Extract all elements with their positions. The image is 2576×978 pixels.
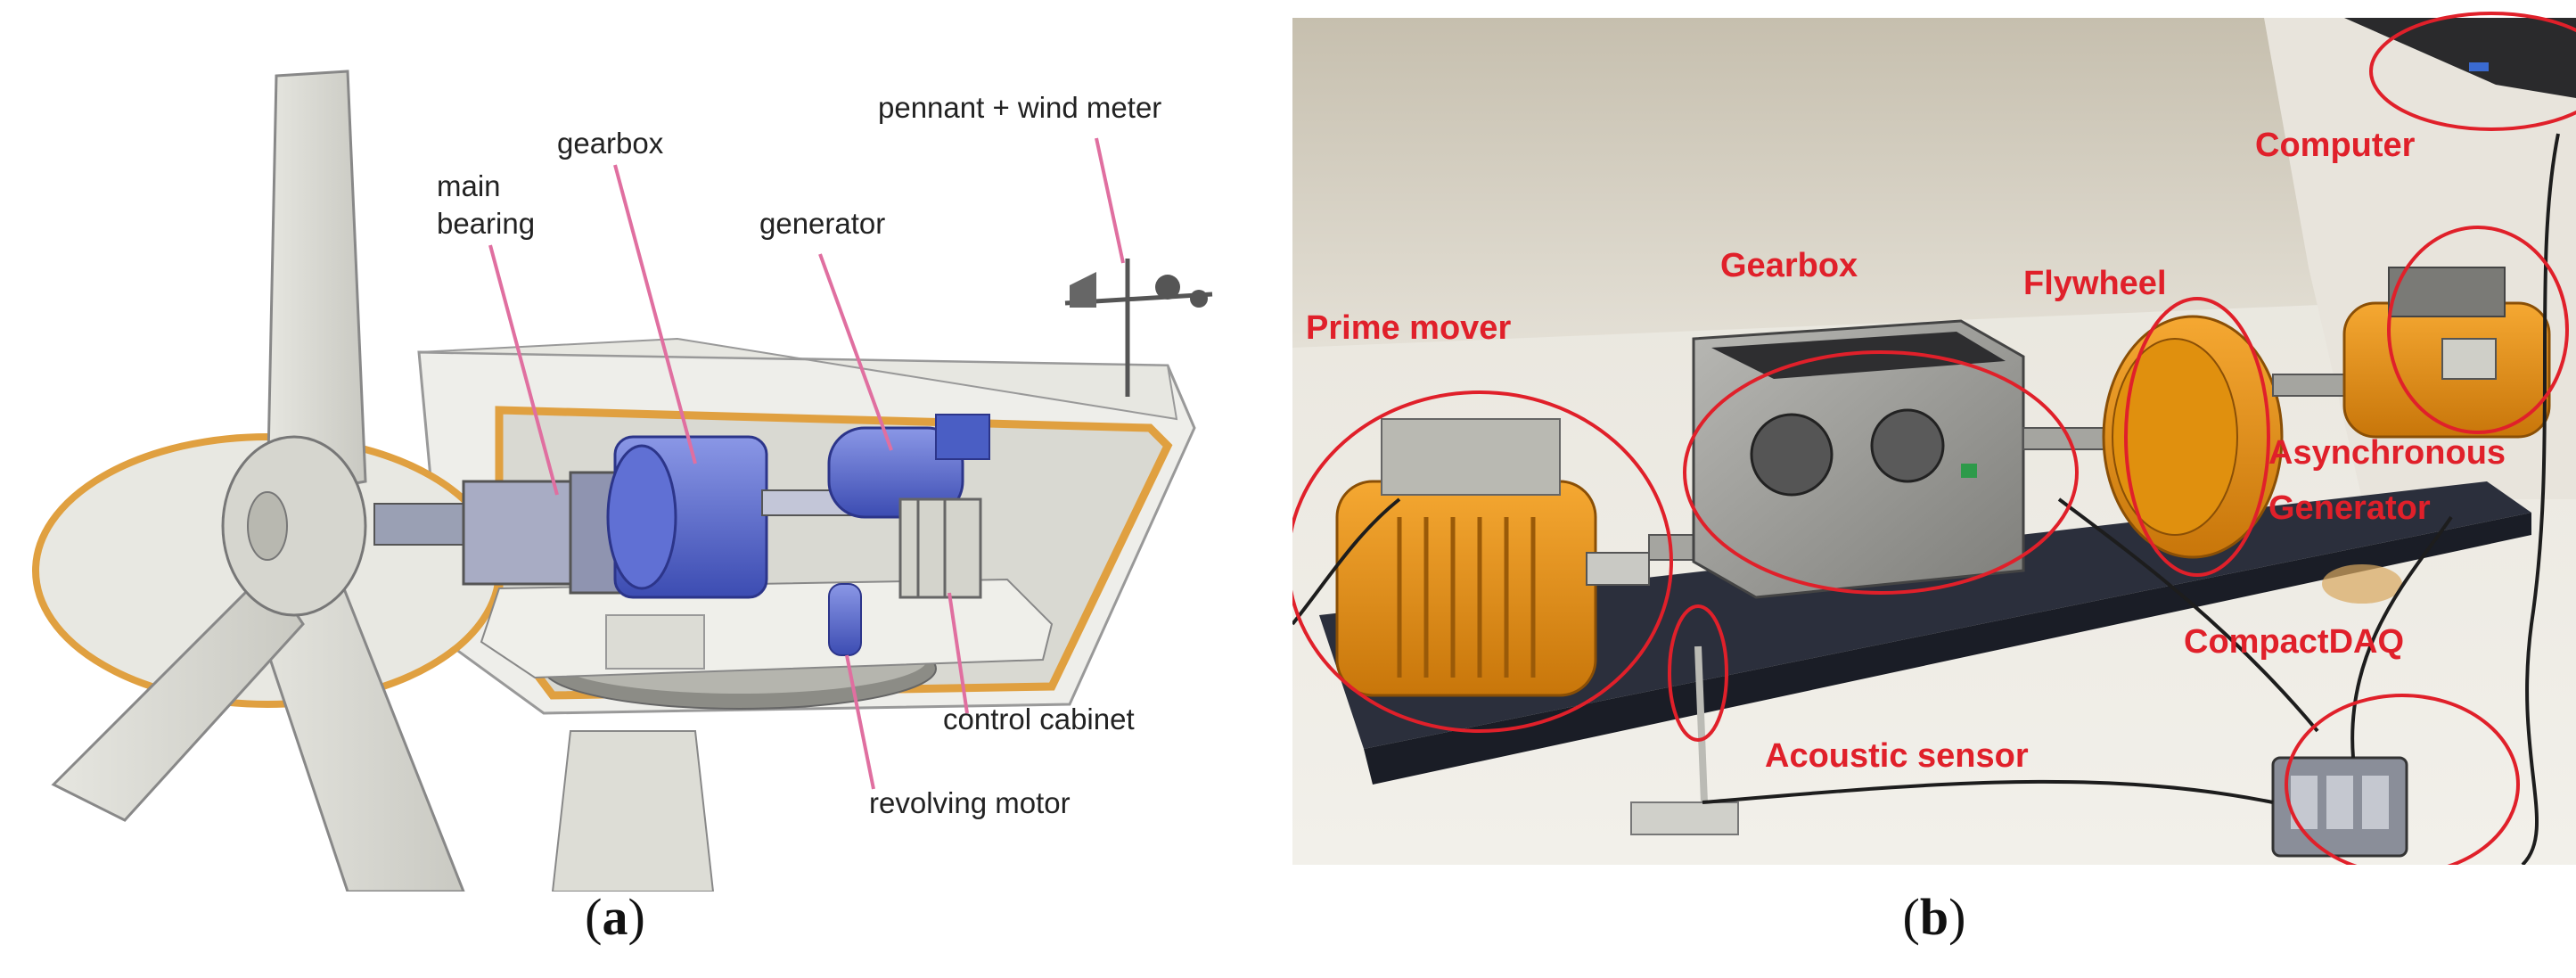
blade-left — [51, 568, 305, 822]
hub — [221, 435, 367, 617]
revolving-motor-unit — [828, 583, 862, 656]
label-pennant-wind-meter: pennant + wind meter — [878, 91, 1161, 124]
caption-b: (b) — [1902, 888, 1966, 946]
gear — [1870, 408, 1945, 483]
circle-gearbox — [1683, 350, 2079, 595]
leader-pennant — [1095, 137, 1125, 264]
prime-mover-shaft — [1586, 552, 1650, 586]
terminal-box — [1381, 418, 1561, 496]
leader-revolving-motor — [845, 654, 875, 790]
label-flywheel: Flywheel — [2023, 265, 2167, 302]
circle-acoustic-sensor — [1668, 604, 1728, 742]
label-generator: generator — [759, 207, 885, 240]
label-asynchronous: Asynchronous — [2268, 434, 2506, 472]
leader-gearbox — [613, 164, 697, 464]
asynchronous-generator-motor — [2342, 267, 2551, 439]
gearbox-indicator — [1961, 464, 1977, 478]
photo-wall — [1292, 18, 2576, 348]
anemometer-cup — [1190, 290, 1208, 308]
gear — [1750, 413, 1834, 497]
circle-flywheel — [2124, 297, 2270, 577]
label-generator: Generator — [2268, 489, 2431, 527]
rotor — [51, 70, 465, 892]
gearbox-box — [1692, 319, 2025, 599]
compactdaq-device — [2271, 756, 2408, 858]
platform-box — [605, 614, 705, 670]
cables — [1292, 133, 2560, 865]
circle-prime-mover — [1292, 390, 1673, 733]
label-control-cabinet: control cabinet — [943, 703, 1135, 736]
label-bearing: bearing — [437, 207, 535, 240]
label-main: main — [437, 169, 501, 202]
flywheel-disc — [2102, 315, 2284, 559]
acoustic-sensor-device — [1630, 645, 1739, 835]
panel-b-test-rig-photo: Computer Gearbox Flywheel Prime mover As… — [1292, 0, 2576, 978]
wind-meter — [1064, 259, 1213, 397]
circle-compactdaq — [2285, 694, 2520, 865]
leader-generator — [818, 253, 893, 451]
generator-unit — [827, 414, 990, 519]
test-rig-photo: Computer Gearbox Flywheel Prime mover As… — [1292, 12, 2576, 865]
tower — [551, 730, 715, 892]
label-compactdaq: CompactDAQ — [2184, 623, 2404, 661]
anemometer-cup — [1155, 275, 1180, 300]
hub-nose — [247, 491, 288, 561]
prime-mover-motor — [1335, 418, 1650, 697]
circle-generator — [2387, 226, 2569, 434]
label-computer: Computer — [2255, 127, 2416, 164]
caption-a: (a) — [585, 888, 645, 946]
oil-stain — [2322, 564, 2402, 604]
leader-control-cabinet — [948, 592, 969, 714]
control-cabinet-unit — [898, 497, 982, 599]
label-acoustic-sensor: Acoustic sensor — [1765, 737, 2029, 775]
label-revolving-motor: revolving motor — [869, 786, 1071, 819]
label-prime-mover: Prime mover — [1306, 309, 1511, 347]
gearbox-unit — [606, 435, 768, 599]
nameplate — [2441, 338, 2497, 380]
computer-device — [2344, 18, 2576, 98]
generator-terminal-box — [2388, 267, 2506, 317]
leader-main-bearing — [488, 244, 559, 496]
pennant-flag — [1070, 272, 1096, 308]
annotation-circles — [1292, 12, 2576, 865]
label-gearbox: Gearbox — [1720, 247, 1858, 284]
panel-a-nacelle-diagram: main bearing gearbox generator pennant +… — [32, 70, 1213, 946]
leader-lines — [488, 137, 1125, 790]
circle-computer — [2369, 12, 2576, 131]
label-gearbox: gearbox — [557, 127, 664, 160]
blade-up — [266, 70, 367, 501]
nacelle-illustration: main bearing gearbox generator pennant +… — [32, 70, 1213, 892]
